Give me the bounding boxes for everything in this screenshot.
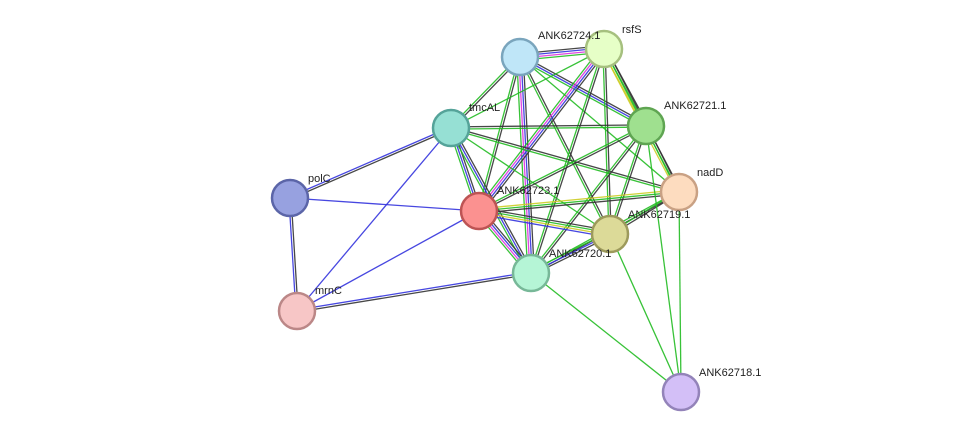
- edge-line: [479, 207, 611, 232]
- edge-line: [520, 54, 648, 125]
- node-mrnc[interactable]: [277, 291, 317, 331]
- edge-line: [296, 210, 480, 312]
- node-label-ank62719-1: ANK62719.1: [628, 209, 690, 221]
- node-label-mrnc: mrnC: [315, 285, 342, 297]
- edge-line: [519, 56, 680, 193]
- node-nadd[interactable]: [659, 172, 699, 212]
- label-layer: ANK62724.1 rsfS ANK62721.1 tmcAL nadD polC ANK…: [308, 24, 761, 379]
- edge-ank62723-1-ank62719-1: [478, 207, 611, 238]
- edge-line: [450, 124, 646, 128]
- edge-line: [296, 127, 452, 312]
- edge-line: [450, 48, 605, 129]
- node-ank62724-1[interactable]: [500, 37, 540, 77]
- edge-line: [678, 191, 682, 393]
- edge-line: [290, 128, 452, 200]
- edge-line: [609, 233, 682, 393]
- edge-line: [289, 197, 480, 212]
- edge-rsfs-ank62720-1: [529, 48, 606, 274]
- edge-line: [518, 57, 531, 274]
- edge-line: [450, 128, 679, 194]
- node-label-rsfs: rsfS: [622, 24, 642, 36]
- edge-ank62720-1-mrnc: [296, 271, 532, 313]
- edge-nadd-ank62718-1: [678, 191, 682, 393]
- edge-line: [479, 193, 680, 214]
- node-label-ank62718-1: ANK62718.1: [699, 367, 761, 379]
- edge-line: [451, 126, 647, 130]
- edge-line: [520, 56, 533, 273]
- edge-ank62720-1-ank62718-1: [530, 272, 682, 393]
- edge-line: [522, 56, 535, 273]
- edge-tmcal-nadd: [450, 126, 680, 194]
- edge-line: [602, 49, 610, 235]
- edge-ank62719-1-ank62718-1: [609, 233, 682, 393]
- node-layer: [270, 29, 701, 412]
- edge-line: [530, 272, 682, 393]
- edge-tmcal-ank62719-1: [450, 127, 611, 235]
- edge-line: [451, 126, 680, 192]
- edge-line: [297, 273, 532, 313]
- edge-ank62724-1-ank62719-1: [518, 56, 612, 235]
- edge-line: [296, 271, 531, 311]
- edge-line: [479, 209, 611, 234]
- node-label-ank62723-1: ANK62723.1: [497, 185, 559, 197]
- edge-line: [604, 48, 612, 234]
- node-rsfs[interactable]: [584, 29, 624, 69]
- node-tmcal[interactable]: [431, 108, 471, 148]
- node-ank62719-1[interactable]: [590, 214, 630, 254]
- edge-ank62721-1-ank62723-1: [478, 124, 647, 213]
- edge-nadd-ank62723-1: [478, 189, 680, 214]
- node-ank62723-1[interactable]: [459, 191, 499, 231]
- node-polc[interactable]: [270, 178, 310, 218]
- edge-line: [518, 58, 646, 129]
- node-label-ank62724-1: ANK62724.1: [538, 30, 600, 42]
- edge-tmcal-ank62721-1: [450, 124, 647, 130]
- node-ank62720-1[interactable]: [511, 253, 551, 293]
- edge-line: [479, 126, 647, 213]
- edge-line: [478, 213, 610, 238]
- edge-line: [478, 124, 646, 211]
- edge-line: [520, 56, 612, 234]
- edge-ank62724-1-nadd: [519, 56, 680, 193]
- edge-line: [529, 48, 604, 273]
- edge-tmcal-mrnc: [296, 127, 452, 312]
- node-ank62721-1[interactable]: [626, 106, 666, 146]
- node-label-nadd: nadD: [697, 167, 723, 179]
- edge-ank62723-1-mrnc: [296, 210, 480, 312]
- edge-ank62723-1-polc: [289, 197, 480, 212]
- node-ank62718-1[interactable]: [661, 372, 701, 412]
- node-label-ank62721-1: ANK62721.1: [664, 100, 726, 112]
- edge-line: [478, 191, 680, 212]
- edge-ank62721-1-ank62718-1: [645, 125, 682, 393]
- edge-line: [479, 49, 606, 213]
- edge-ank62724-1-ank62720-1: [516, 56, 535, 274]
- edge-line: [519, 56, 647, 127]
- edge-tmcal-polc: [289, 126, 452, 200]
- node-label-tmcal: tmcAL: [469, 102, 500, 114]
- edge-line: [518, 57, 610, 235]
- edge-ank62724-1-ank62721-1: [518, 54, 648, 129]
- edge-rsfs-ank62719-1: [602, 48, 612, 235]
- edge-line: [478, 189, 679, 210]
- node-label-polc: polC: [308, 173, 331, 185]
- edge-line: [450, 127, 611, 235]
- node-label-ank62720-1: ANK62720.1: [549, 248, 611, 260]
- edge-line: [481, 50, 608, 214]
- edge-line: [289, 126, 451, 198]
- edge-line: [531, 49, 606, 274]
- edge-line: [645, 125, 682, 393]
- edge-line: [477, 47, 604, 211]
- edge-line: [479, 57, 522, 212]
- edge-rsfs-tmcal: [450, 48, 605, 129]
- edge-line: [478, 211, 610, 236]
